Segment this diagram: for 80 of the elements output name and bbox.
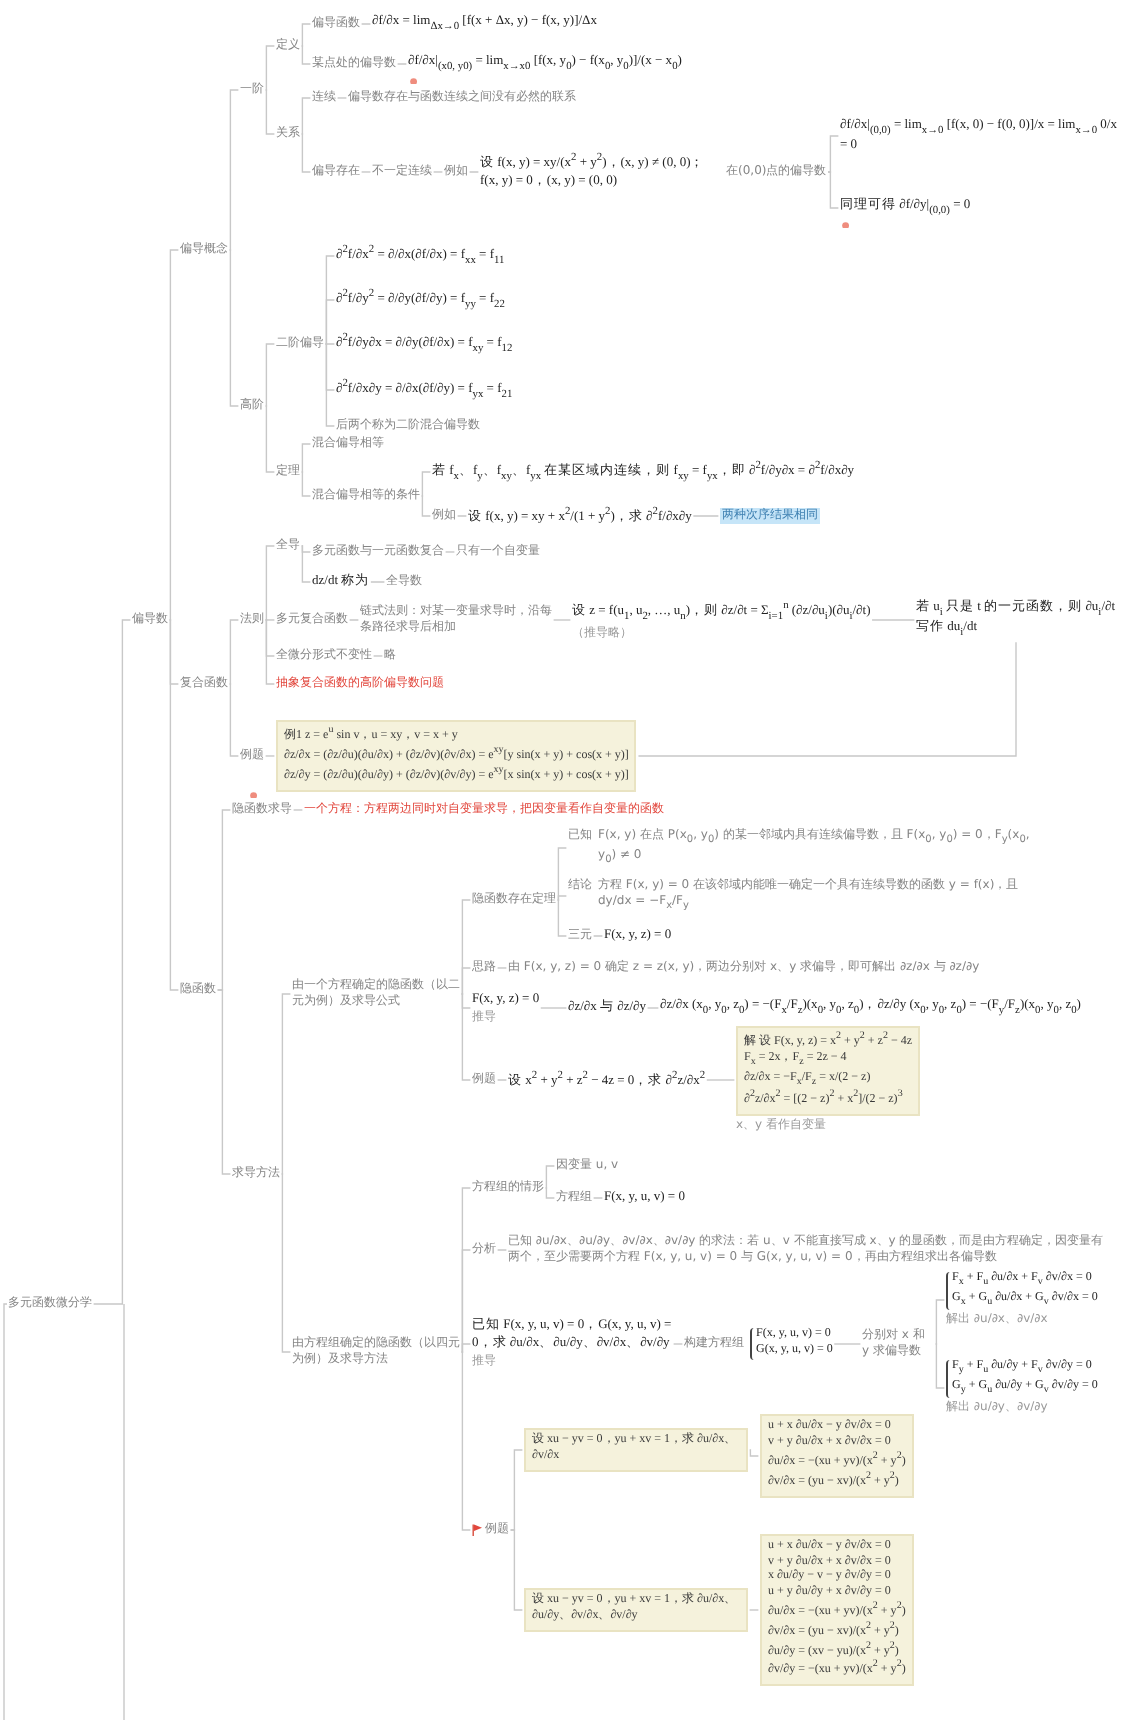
connector-line (370, 581, 386, 583)
connector-line (228, 683, 240, 757)
connector-line (264, 45, 276, 91)
connector-line (300, 443, 312, 473)
connector-line (280, 1173, 292, 1353)
connector-line (264, 89, 276, 135)
connector-line (556, 895, 568, 901)
connector-line (228, 249, 240, 407)
connector-line (456, 515, 468, 517)
connector-line (228, 89, 240, 251)
connector-line (748, 1609, 760, 1611)
connector-line (300, 23, 312, 47)
connector-line (556, 847, 568, 901)
connector-line (460, 993, 472, 1081)
connector-line (264, 545, 276, 621)
connector-line (292, 809, 304, 811)
relationship-line (637, 641, 1017, 757)
connector-line (168, 619, 180, 991)
connector-line (827, 135, 840, 173)
connector-line (827, 171, 840, 209)
connector-line (168, 249, 180, 621)
connector-line (264, 619, 276, 621)
connector-line (871, 619, 916, 621)
connector-line (646, 1007, 660, 1009)
connector-line (324, 343, 336, 345)
connector-line (496, 967, 508, 969)
connector-line (420, 471, 432, 497)
connector-line (706, 1079, 736, 1081)
connector-line (396, 63, 408, 65)
connector-line (592, 935, 604, 937)
connector-line (544, 1165, 556, 1189)
connector-line (360, 171, 372, 173)
connector-line (496, 1249, 508, 1251)
connector-line (509, 1449, 524, 1531)
connector-line (300, 97, 312, 135)
connector-line (934, 1343, 946, 1389)
note-card (760, 1414, 914, 1498)
connector-line (300, 471, 312, 497)
connector-line (264, 755, 276, 757)
connector-line (324, 343, 336, 427)
connector-line (264, 619, 276, 685)
connector-line (324, 299, 336, 345)
note-card (524, 1428, 748, 1472)
connector-line (280, 993, 292, 1175)
connector-line (444, 551, 456, 553)
connector-line (300, 133, 312, 173)
connector-line (692, 515, 720, 517)
connector-line (540, 1007, 568, 1009)
connector-line (544, 1187, 556, 1199)
connector-line (496, 1079, 508, 1081)
connector-line (556, 899, 568, 937)
connector-line (348, 619, 360, 621)
connector-line (264, 405, 276, 473)
connector-line (592, 1197, 604, 1199)
connector-line (336, 97, 348, 99)
connector-line (264, 343, 276, 407)
connector-line (672, 1343, 684, 1345)
connector-line (432, 171, 444, 173)
connector-line (420, 495, 432, 517)
connector-line (552, 619, 572, 621)
connector-line (460, 1343, 472, 1353)
note-card (524, 1588, 748, 1632)
connector-line (833, 1343, 862, 1345)
connector-line (300, 545, 312, 553)
connector-line (460, 967, 472, 995)
connector-line (300, 545, 312, 583)
connector-line (92, 619, 132, 1305)
connector-line (460, 1351, 472, 1531)
note-card (276, 720, 637, 792)
note-card (760, 1533, 914, 1687)
connector-line (372, 655, 384, 657)
connector-line (300, 45, 312, 65)
connector-line (509, 1529, 524, 1611)
connector-line (216, 809, 232, 991)
connector-line (216, 989, 232, 1175)
connector-line (748, 1449, 760, 1457)
connector-line (360, 23, 372, 25)
connector-line (228, 619, 240, 685)
connector-line (934, 1299, 946, 1345)
connector-line (468, 171, 480, 173)
